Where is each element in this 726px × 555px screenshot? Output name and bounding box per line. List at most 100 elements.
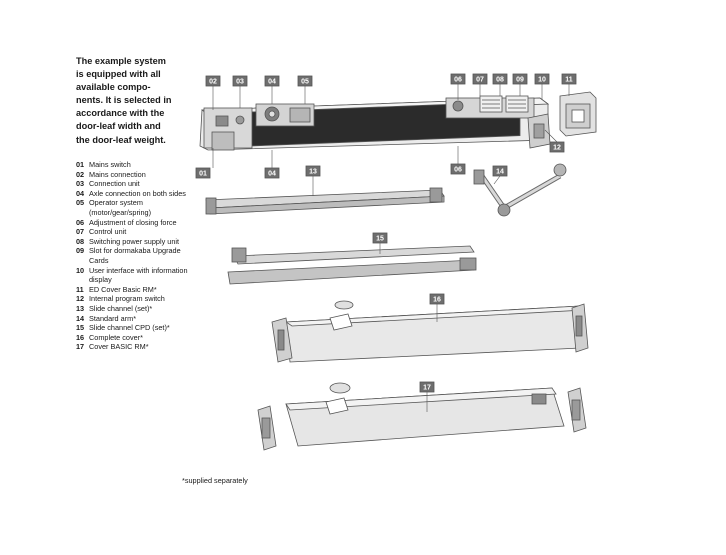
legend-item: 16 Complete cover*: [76, 333, 188, 343]
callout-tag: 10: [534, 73, 550, 85]
intro-text: The example system is equipped with all …: [76, 56, 172, 145]
legend-number: 12: [76, 294, 85, 304]
callout-number: 13: [309, 169, 317, 176]
legend-text: Internal program switch: [89, 294, 165, 304]
legend-item: 08 Switching power supply unit: [76, 237, 188, 247]
legend-item: 04 Axle connection on both sides: [76, 189, 188, 199]
legend-text: Connection unit: [89, 179, 140, 189]
legend-number: 17: [76, 342, 85, 352]
legend-text: ED Cover Basic RM*: [89, 284, 157, 294]
callout-number: 01: [199, 171, 207, 178]
callout-tag: 14: [492, 165, 508, 177]
parts-legend: 01 Mains switch 02 Mains connection 03 Conn…: [76, 160, 188, 352]
callout-tag: 04: [264, 75, 280, 87]
legend-text: Complete cover*: [89, 332, 143, 342]
legend-number: 06: [76, 217, 85, 227]
legend-item: 13 Slide channel (set)*: [76, 304, 188, 314]
callout-number: 11: [565, 77, 573, 84]
callout-number: 04: [268, 171, 276, 178]
legend-text: Adjustment of closing force: [89, 217, 177, 227]
callout-number: 14: [496, 169, 504, 176]
legend-item: 15 Slide channel CPD (set)*: [76, 323, 188, 333]
legend-item: 05 Operator system (motor/gear/spring): [76, 198, 188, 217]
legend-item: 07 Control unit: [76, 227, 188, 237]
legend-item: 01 Mains switch: [76, 160, 188, 170]
callout-tag: 07: [472, 73, 488, 85]
legend-text: User interface with information display: [89, 265, 188, 285]
legend-text: Slide channel CPD (set)*: [89, 323, 170, 333]
legend-text: Switching power supply unit: [89, 236, 180, 246]
callout-tag: 04: [264, 167, 280, 179]
legend-number: 07: [76, 227, 85, 237]
legend-number: 11: [76, 284, 84, 294]
legend-number: 04: [76, 188, 85, 198]
legend-item: 10 User interface with information displa…: [76, 266, 188, 285]
callout-tag: 16: [429, 293, 445, 305]
legend-number: 01: [76, 160, 85, 169]
legend-text: Mains connection: [89, 169, 146, 179]
callout-tag: 06: [450, 163, 466, 175]
legend-number: 16: [76, 332, 85, 342]
callout-number: 16: [433, 297, 441, 304]
callout-tag: 09: [512, 73, 528, 85]
legend-text: Slot for dormakaba Upgrade Cards: [89, 246, 181, 265]
legend-number: 14: [76, 313, 85, 323]
legend-item: 17 Cover BASIC RM*: [76, 342, 188, 352]
footnote: *supplied separately: [182, 476, 248, 485]
legend-number: 05: [76, 198, 85, 208]
callout-tag: 01: [195, 167, 211, 179]
legend-text: Mains switch: [89, 160, 131, 169]
callout-number: 09: [516, 77, 524, 84]
legend-text: Control unit: [89, 227, 127, 237]
slide-channel: [205, 187, 445, 215]
callout-number: 08: [496, 77, 504, 84]
callout-tag: 11: [561, 73, 577, 85]
callout-number: 17: [423, 385, 431, 392]
cover-basic-rm: [257, 382, 587, 451]
callout-number: 06: [454, 77, 462, 84]
callout-number: 02: [209, 79, 217, 86]
callout-number: 04: [268, 79, 276, 86]
legend-item: 12 Internal program switch: [76, 294, 188, 304]
callout-tag: 05: [297, 75, 313, 87]
callout-number: 06: [454, 167, 462, 174]
legend-number: 10: [76, 265, 85, 275]
legend-number: 13: [76, 303, 85, 313]
legend-number: 02: [76, 169, 85, 179]
callout-number: 10: [538, 77, 546, 84]
callout-tag: 12: [549, 141, 565, 153]
legend-item: 02 Mains connection: [76, 170, 188, 180]
complete-cover: [271, 300, 589, 363]
callout-tag: 13: [305, 165, 321, 177]
legend-number: 15: [76, 323, 85, 333]
legend-number: 09: [76, 246, 85, 256]
callout-tag: 02: [205, 75, 221, 87]
callout-tag: 17: [419, 381, 435, 393]
callout-tag: 08: [492, 73, 508, 85]
legend-item: 11 ED Cover Basic RM*: [76, 285, 188, 295]
callout-number: 03: [236, 79, 244, 86]
legend-number: 03: [76, 179, 85, 189]
legend-item: 03 Connection unit: [76, 179, 188, 189]
legend-item: 14 Standard arm*: [76, 314, 188, 324]
legend-item: 06 Adjustment of closing force: [76, 218, 188, 228]
callout-number: 12: [553, 145, 561, 152]
legend-text: Slide channel (set)*: [89, 303, 153, 313]
slide-channel-cpd: [227, 245, 477, 285]
callout-tag: 15: [372, 232, 388, 244]
callout-tag: 06: [450, 73, 466, 85]
leader-lines: [212, 84, 570, 412]
operator-unit: [199, 91, 597, 151]
callout-number: 05: [301, 79, 309, 86]
legend-text: Standard arm*: [89, 313, 137, 323]
legend-item: 09 Slot for dormakaba Upgrade Cards: [76, 246, 188, 265]
legend-text: Operator system (motor/gear/spring): [89, 198, 152, 217]
legend-number: 08: [76, 236, 85, 246]
callout-number: 07: [476, 77, 484, 84]
standard-arm: [473, 163, 567, 217]
legend-text: Cover BASIC RM*: [89, 342, 149, 352]
callout-number: 15: [376, 236, 384, 243]
callout-tag: 03: [232, 75, 248, 87]
legend-text: Axle connection on both sides: [89, 188, 186, 198]
